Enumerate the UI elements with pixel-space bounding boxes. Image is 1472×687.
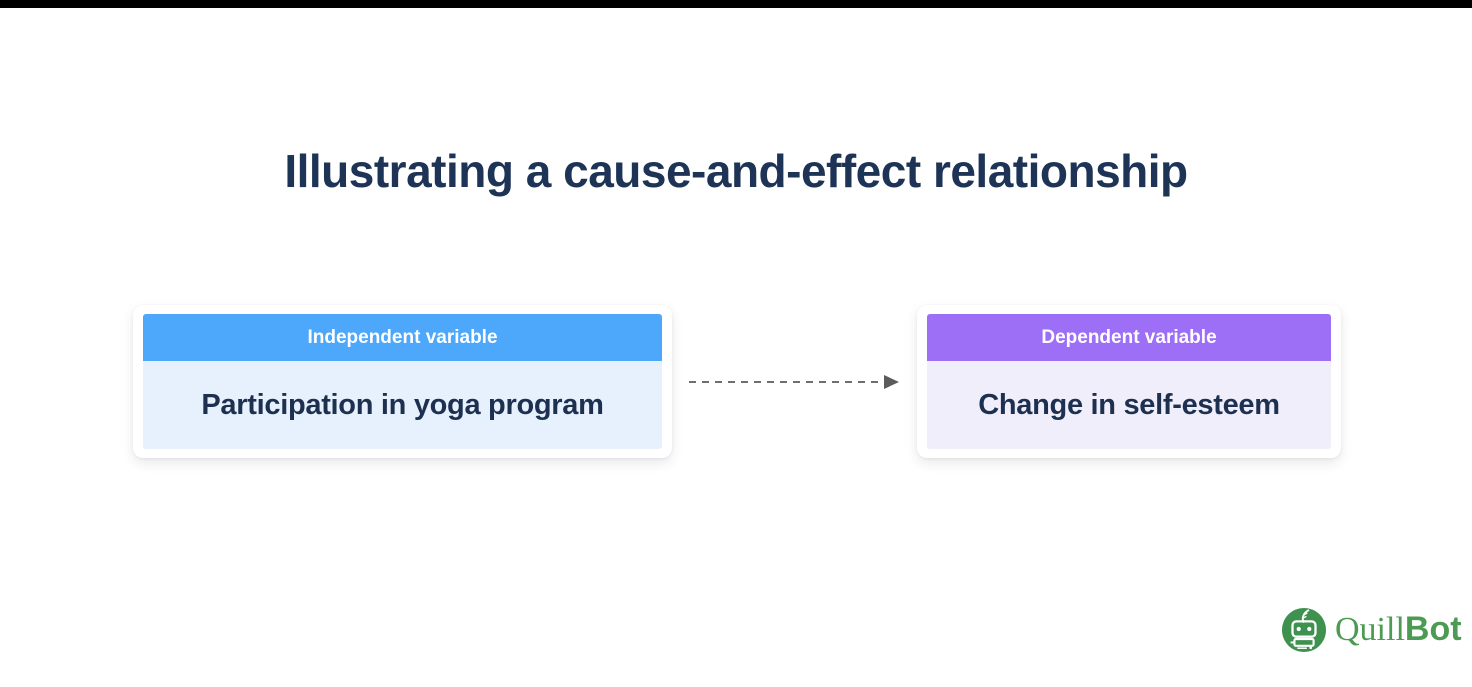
dependent-variable-header: Dependent variable	[927, 314, 1331, 361]
independent-variable-card-inner: Independent variable Participation in yo…	[143, 314, 662, 449]
dependent-variable-card: Dependent variable Change in self-esteem	[917, 305, 1341, 458]
independent-variable-card: Independent variable Participation in yo…	[133, 305, 672, 458]
quillbot-logo: QuillBot	[1281, 606, 1462, 653]
page-title: Illustrating a cause-and-effect relation…	[284, 145, 1188, 197]
independent-variable-value: Participation in yoga program	[143, 361, 662, 449]
cause-effect-arrow-icon	[689, 375, 899, 389]
quillbot-wordmark-bot: Bot	[1404, 610, 1462, 648]
quillbot-wordmark: QuillBot	[1335, 606, 1462, 653]
quillbot-wordmark-quill: Quill	[1335, 611, 1405, 648]
top-black-bar	[0, 0, 1472, 8]
dependent-variable-card-inner: Dependent variable Change in self-esteem	[927, 314, 1331, 449]
dependent-variable-value: Change in self-esteem	[927, 361, 1331, 449]
independent-variable-header: Independent variable	[143, 314, 662, 361]
quillbot-robot-icon	[1281, 607, 1327, 652]
